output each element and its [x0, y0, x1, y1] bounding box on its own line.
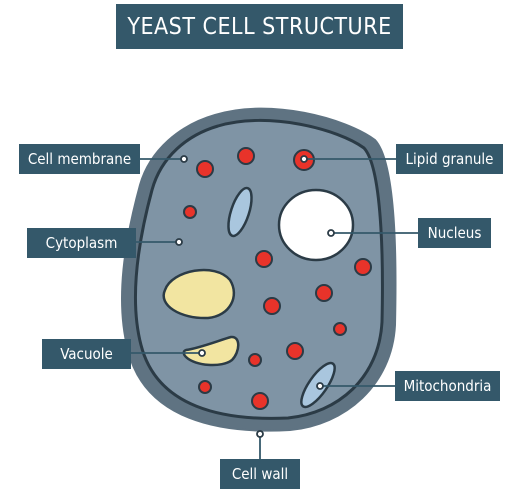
pointer-dots	[175, 155, 335, 438]
leader-lines	[131, 158, 418, 459]
pointer-dot-cell-wall	[256, 430, 264, 438]
lipid-granule	[255, 250, 273, 268]
lipid-granule	[286, 342, 304, 360]
label-mitochondria: Mitochondria	[395, 371, 500, 401]
lipid-granule	[333, 322, 347, 336]
diagram-title: YEAST CELL STRUCTURE	[116, 4, 403, 49]
lipid-granule	[198, 380, 212, 394]
label-lipid-granule: Lipid granule	[396, 144, 503, 174]
vacuole-small-shape	[182, 335, 240, 367]
label-cell-wall: Cell wall	[220, 459, 300, 489]
label-nucleus: Nucleus	[418, 218, 491, 248]
lipid-granule	[248, 353, 262, 367]
lipid-granule	[354, 258, 372, 276]
lipid-granule	[196, 160, 214, 178]
lipid-granule	[237, 147, 255, 165]
label-cytoplasm: Cytoplasm	[27, 228, 136, 258]
cytoplasm-shape	[133, 118, 384, 420]
vacuole-large-shape	[162, 268, 236, 320]
pointer-dot-cytoplasm	[175, 238, 183, 246]
pointer-dot-vacuole	[198, 349, 206, 357]
lipid-granules	[183, 147, 372, 410]
lipid-granule	[263, 297, 281, 315]
label-vacuole: Vacuole	[42, 339, 131, 369]
pointer-dot-mitochondria	[316, 382, 324, 390]
pointer-dot-nucleus	[327, 229, 335, 237]
lipid-granule	[251, 392, 269, 410]
pointer-dot-cell-membrane	[180, 155, 188, 163]
lipid-granule	[183, 205, 197, 219]
lipid-granule	[315, 284, 333, 302]
label-cell-membrane: Cell membrane	[19, 144, 140, 174]
nucleus-shape	[277, 188, 355, 262]
mitochondrion-upper-shape	[227, 186, 253, 238]
pointer-dot-lipid-granule	[300, 155, 308, 163]
